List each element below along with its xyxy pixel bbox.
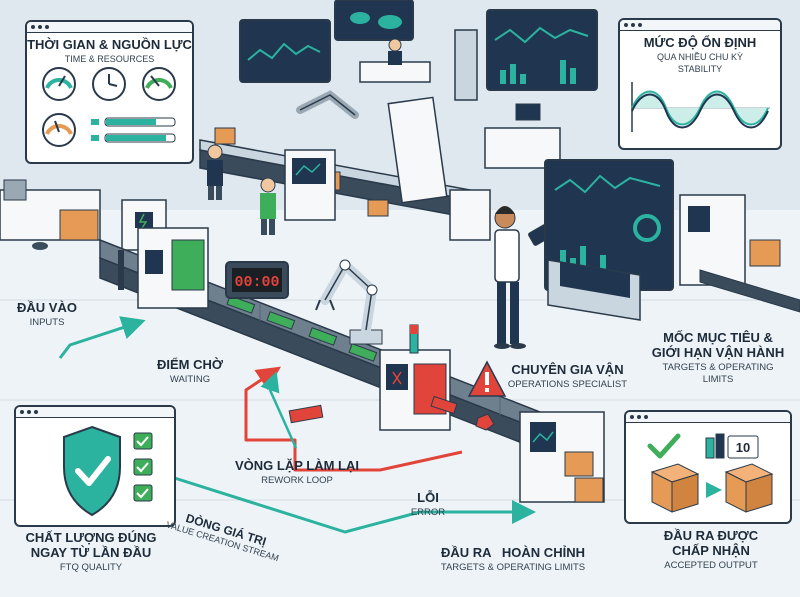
panel-titlebar [16,407,174,418]
box-icon [650,463,700,513]
accepted-output-panel: 10 [624,410,792,524]
output-station [519,411,605,503]
accepted-output-subtitle: ACCEPTED OUTPUT [664,560,758,571]
rework-title: VÒNG LẶP LÀM LẠI [235,458,359,473]
accepted-output-illustration: 10 [647,433,774,513]
complete-output-label: ĐẦU RA HOÀN CHỈNH TARGETS & OPERATING LI… [418,545,608,574]
stability-title: MỨC ĐỘ ỔN ĐỊNH [643,35,757,50]
worker-1 [207,144,223,200]
defect-part-2 [430,395,458,415]
specialist-label: CHUYÊN GIA VẬN OPERATIONS SPECIALIST [505,362,630,391]
clock-icon [92,67,126,101]
gauge-icon [142,67,176,101]
inspection-tunnel [379,324,451,431]
worker-2 [260,177,276,235]
waiting-label: ĐIỂM CHỜ WAITING [135,357,245,386]
targets-label: MỐC MỤC TIÊU & GIỚI HẠN VẬN HÀNH TARGETS… [636,330,800,386]
stability-wave-chart [631,82,770,132]
gauge-icon [42,113,76,147]
error-warning-icon [467,360,507,397]
ftq-panel [14,405,176,527]
complete-output-subtitle: TARGETS & OPERATING LIMITS [440,562,586,573]
value-stream-arrow [164,473,536,534]
input-flow-arrow [58,316,146,359]
specialist-title: CHUYÊN GIA VẬN [511,362,624,377]
input-station [0,179,101,250]
defect-part [475,413,495,431]
count-badge [727,435,759,459]
accepted-output-label: ĐẦU RA ĐƯỢC CHẤP NHẬN ACCEPTED OUTPUT [636,528,786,572]
operations-specialist [494,206,552,349]
ftq-title: CHẤT LƯỢNG ĐÚNG [25,530,157,545]
panel-titlebar [27,22,192,33]
targets-subtitle: TARGETS & OPERATING [662,362,774,373]
rework-label: VÒNG LẶP LÀM LẠI REWORK LOOP [222,458,372,487]
dashboard-screens [544,159,674,321]
inputs-label: ĐẦU VÀO INPUTS [2,300,92,329]
targets-subtitle-2: LIMITS [702,374,734,385]
ftq-subtitle: FTQ QUALITY [59,562,123,573]
specialist-subtitle: OPERATIONS SPECIALIST [507,379,628,390]
wall-monitor-map [334,0,414,41]
stability-subtitle: QUA NHIỀU CHU KỲ [656,52,743,62]
checklist-icon [133,432,153,502]
waiting-title: ĐIỂM CHỜ [157,357,223,372]
rework-loop-arrow [244,366,463,472]
accepted-output-title-2: CHẤP NHẬN [672,543,750,558]
shield-check-icon [63,425,121,517]
complete-output-title: ĐẦU RA HOÀN CHỈNH [441,545,585,560]
ftq-illustration [63,425,153,517]
back-desk [359,38,561,169]
error-label: LỖI ERROR [398,490,458,519]
time-resources-subtitle: TIME & RESOURCES [64,54,155,64]
waiting-tunnel [137,227,209,309]
inputs-title: ĐẦU VÀO [17,300,77,315]
panel-titlebar [626,412,790,423]
waiting-subtitle: WAITING [169,374,211,385]
time-resources-title: THỜI GIAN & NGUỒN LỰC [27,37,192,52]
rework-subtitle: REWORK LOOP [261,475,333,486]
accepted-output-title: ĐẦU RA ĐƯỢC [663,528,759,543]
right-machine [679,194,800,313]
loop-back-arrow [260,371,298,449]
ftq-title-2: NGAY TỪ LẦN ĐẦU [30,545,152,560]
targets-title-2: GIỚI HẠN VẬN HÀNH [651,345,785,360]
panel-titlebar [620,20,780,31]
stability-panel: MỨC ĐỘ ỔN ĐỊNH QUA NHIỀU CHU KỲ STABILIT… [618,18,782,150]
error-subtitle: ERROR [410,507,446,518]
upper-conveyor [199,90,491,241]
stability-subtitle-en: STABILITY [677,64,723,74]
check-icon [647,433,681,459]
box-icon [724,463,774,513]
count-badge-value: 10 [736,440,750,455]
wall-monitor-right [486,9,598,91]
timer-readout: 00:00 [234,274,279,291]
targets-title: MỐC MỤC TIÊU & [663,330,773,345]
resource-gauges [42,67,176,147]
ftq-label: CHẤT LƯỢNG ĐÚNG NGAY TỪ LẦN ĐẦU FTQ QUAL… [6,530,176,574]
bottle-icon [705,433,725,459]
rework-part [288,404,324,424]
resource-bars [91,117,176,143]
robot-arm [315,259,383,345]
time-resources-panel: THỜI GIAN & NGUỒN LỰC TIME & RESOURCES [25,20,194,164]
error-title: LỖI [417,490,439,505]
back-door [454,29,478,101]
digital-timer: 00:00 [225,261,289,299]
gauge-icon [42,67,76,101]
inputs-subtitle: INPUTS [29,317,65,328]
wall-monitor-left [239,19,331,83]
